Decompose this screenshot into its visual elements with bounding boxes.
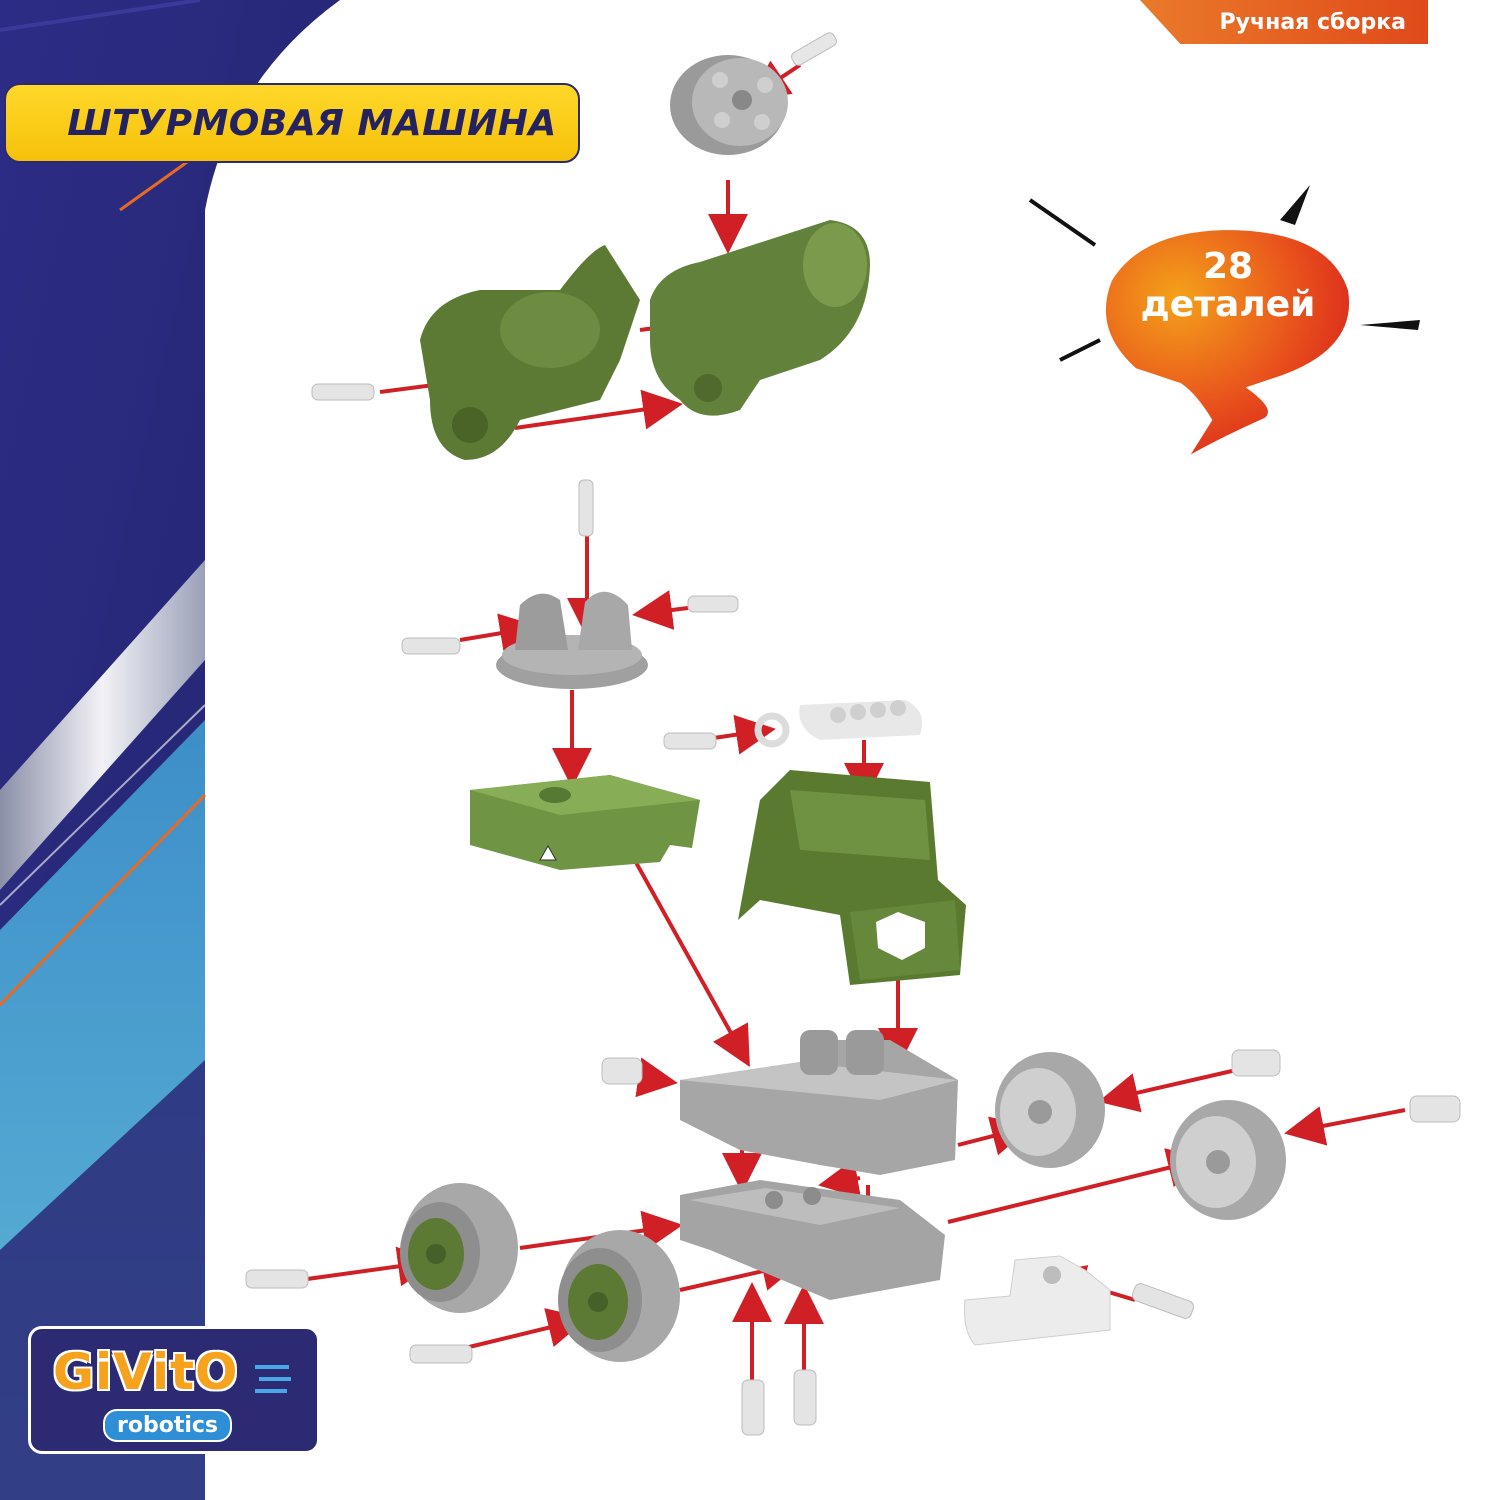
page-title: ШТУРМОВАЯ МАШИНА: [67, 102, 557, 144]
screw-icon: [791, 32, 837, 66]
cab: [738, 770, 966, 985]
speed-lines-icon: [255, 1365, 291, 1393]
chassis-bottom: [680, 1180, 945, 1300]
parts-unit: деталей: [1140, 284, 1316, 325]
brand-name: GiVitO: [53, 1343, 239, 1401]
wheel-rear-left: [558, 1230, 680, 1362]
turret-mount: [496, 591, 648, 689]
wheel-front-left: [400, 1183, 518, 1313]
rear-bumper: [964, 1255, 1111, 1346]
screws: [245, 383, 1461, 1436]
corner-tag: Ручная сборка: [1140, 0, 1428, 44]
cannon-left-half: [420, 245, 640, 460]
parts-count-label: 28 деталей: [1108, 248, 1348, 324]
title-banner: ШТУРМОВАЯ МАШИНА: [4, 83, 580, 163]
parts-count-badge: [1028, 185, 1420, 462]
cannon-cap: [670, 55, 788, 155]
brand-logo: GiVitO robotics: [28, 1326, 320, 1454]
brand-subtitle: robotics: [103, 1409, 233, 1442]
chassis-top: [680, 1030, 958, 1175]
searchlight: [754, 700, 923, 748]
cannon-right-half: [650, 220, 870, 416]
parts-count: 28: [1202, 246, 1254, 287]
rear-deck: [470, 775, 700, 870]
wheel-front-right: [995, 1052, 1105, 1168]
wheel-rear-right: [1170, 1100, 1286, 1220]
corner-tag-label: Ручная сборка: [1219, 9, 1406, 35]
